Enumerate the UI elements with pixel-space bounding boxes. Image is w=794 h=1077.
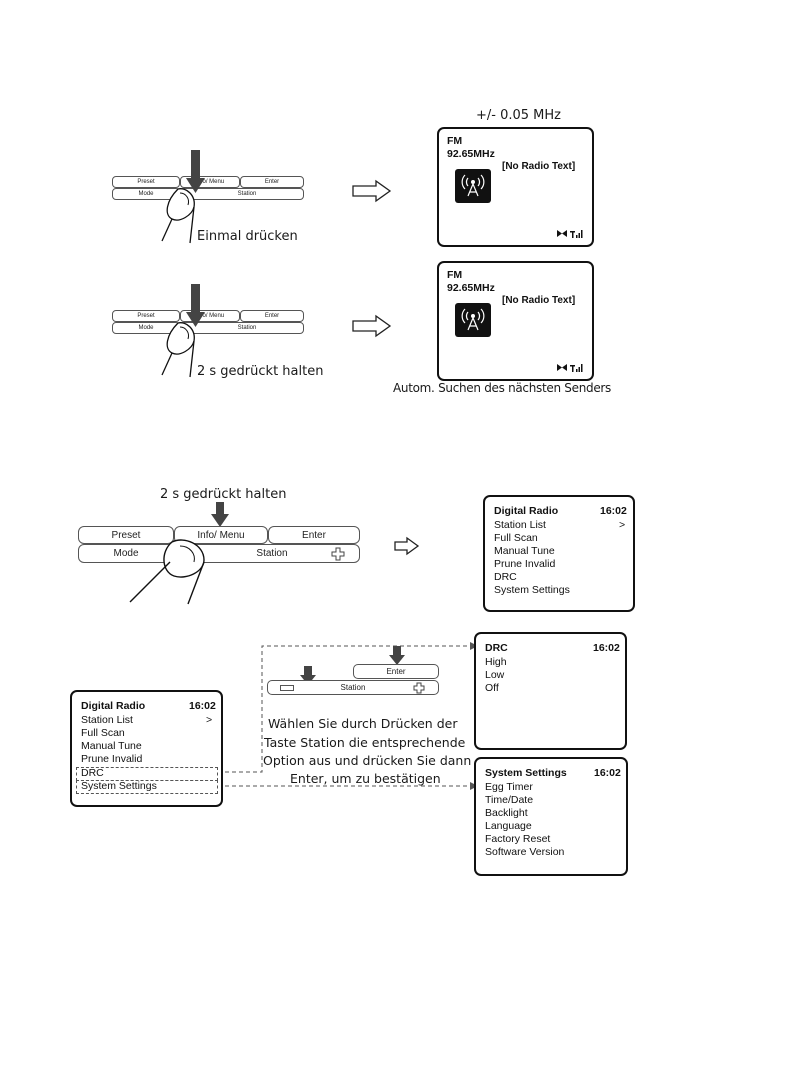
system-item-factory-reset[interactable]: Factory Reset [485, 833, 550, 845]
system-item-language[interactable]: Language [485, 820, 532, 832]
instruction-line-4: Enter, um zu bestätigen [290, 771, 441, 786]
instruction-line-3: Option aus und drücken Sie dann [263, 753, 471, 768]
drc-option-low[interactable]: Low [485, 669, 504, 681]
clock: 16:02 [593, 642, 620, 654]
instruction-line-2: Taste Station die entsprechende [264, 735, 465, 750]
enter-button-small[interactable]: Enter [353, 664, 439, 679]
clock: 16:02 [594, 767, 621, 779]
minus-key-icon [280, 685, 294, 691]
menu-item-drc[interactable]: DRC [81, 767, 104, 779]
system-item-backlight[interactable]: Backlight [485, 807, 528, 819]
submenu-indicator: > [206, 714, 212, 726]
system-item-time-date[interactable]: Time/Date [485, 794, 533, 806]
menu-item-prune-invalid[interactable]: Prune Invalid [81, 753, 142, 765]
enter-press-arrow [389, 646, 405, 666]
drc-option-high[interactable]: High [485, 656, 507, 668]
main-menu-screen-select: Digital Radio 16:02 Station List > Full … [70, 690, 223, 807]
instruction-line-1: Wählen Sie durch Drücken der [268, 716, 457, 731]
drc-menu-screen: DRC 16:02 High Low Off [474, 632, 627, 750]
system-item-egg-timer[interactable]: Egg Timer [485, 781, 533, 793]
plus-icon [413, 682, 425, 694]
menu-item-full-scan[interactable]: Full Scan [81, 727, 125, 739]
menu-title: Digital Radio [81, 700, 145, 712]
menu-item-system-settings[interactable]: System Settings [81, 780, 157, 792]
drc-option-off[interactable]: Off [485, 682, 499, 694]
clock: 16:02 [189, 700, 216, 712]
drc-title: DRC [485, 642, 508, 654]
system-settings-screen: System Settings 16:02 Egg Timer Time/Dat… [474, 757, 628, 876]
system-settings-title: System Settings [485, 767, 567, 779]
menu-item-station-list[interactable]: Station List [81, 714, 133, 726]
menu-item-manual-tune[interactable]: Manual Tune [81, 740, 142, 752]
system-item-software-version[interactable]: Software Version [485, 846, 564, 858]
